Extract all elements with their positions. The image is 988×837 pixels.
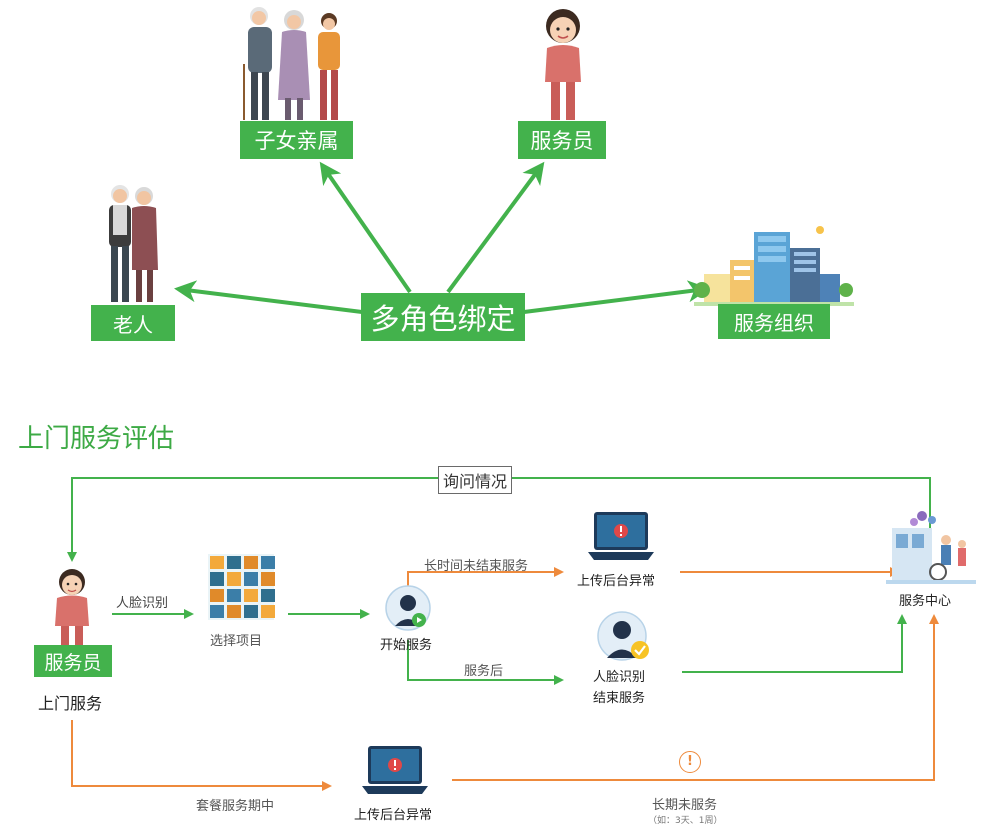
arrow-to-org xyxy=(523,280,710,314)
org-building-illustration xyxy=(694,226,854,306)
upload-abnormal-label: 上传后台异常 xyxy=(577,574,656,589)
item-grid-icon xyxy=(208,554,275,620)
arrow-long-no-service xyxy=(452,614,939,781)
worker-caption: 上门服务 xyxy=(38,694,103,713)
elderly-couple-illustration xyxy=(109,185,158,302)
laptop-alert-icon xyxy=(588,512,654,560)
after-service-label: 服务后 xyxy=(464,664,504,679)
arrow-to-children xyxy=(319,161,412,294)
role-label-staff: 服务员 xyxy=(518,121,606,159)
inquiry-label: 询问情况 xyxy=(438,466,513,494)
long-unfinished-label: 长时间未结束服务 xyxy=(424,559,529,574)
package-period-label: 套餐服务期中 xyxy=(196,799,275,814)
arrow-package-period xyxy=(71,720,332,791)
family-illustration xyxy=(243,7,340,120)
face-end-icon xyxy=(597,611,649,661)
role-label-org: 服务组织 xyxy=(718,304,830,339)
face-end-label-line1: 人脸识别 xyxy=(593,670,646,685)
section-title: 上门服务评估 xyxy=(18,424,175,454)
upload-abnormal-label-2: 上传后台异常 xyxy=(354,808,433,823)
start-service-label: 开始服务 xyxy=(380,638,433,653)
long-no-service-label: 长期未服务 xyxy=(652,798,718,813)
role-label-elderly: 老人 xyxy=(91,305,175,341)
service-center-illustration xyxy=(886,511,976,584)
worker-badge: 服务员 xyxy=(34,645,112,677)
arrow-end-to-center xyxy=(682,614,907,673)
long-no-service-note: （如：3天、1周） xyxy=(648,816,723,826)
role-label-children: 子女亲属 xyxy=(240,121,353,159)
face-id-label: 人脸识别 xyxy=(116,596,169,611)
laptop-alert-icon-2 xyxy=(362,746,428,794)
face-end-label-line2: 结束服务 xyxy=(593,691,646,706)
arrow-long-unfinished xyxy=(407,567,564,590)
warning-icon: ! xyxy=(679,751,701,773)
arrow-after-service xyxy=(407,640,564,685)
service-center-label: 服务中心 xyxy=(899,594,952,609)
arrow-to-staff xyxy=(446,161,545,294)
select-item-label: 选择项目 xyxy=(210,634,263,649)
staff-illustration xyxy=(545,9,581,120)
start-face-icon xyxy=(385,585,431,631)
worker-illustration xyxy=(55,569,89,646)
center-binding-label: 多角色绑定 xyxy=(361,293,525,341)
arrow-to-elderly xyxy=(174,280,363,314)
